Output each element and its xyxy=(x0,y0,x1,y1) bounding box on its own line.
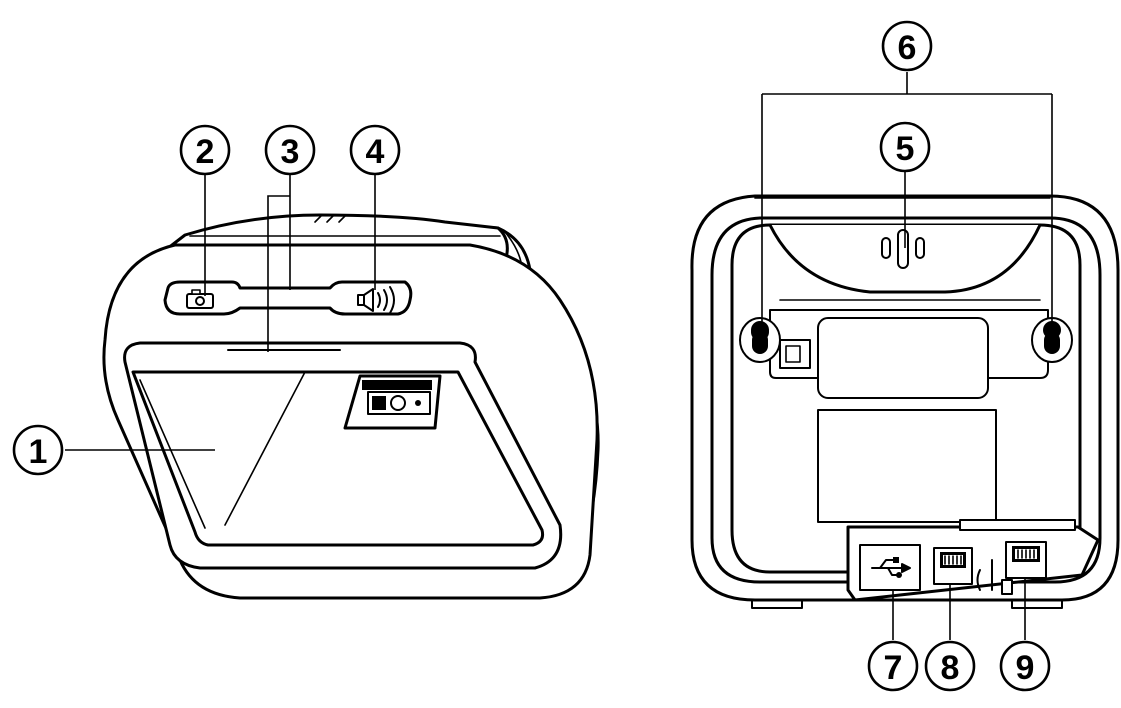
rj-port-8 xyxy=(933,547,973,585)
callout-1: 1 xyxy=(12,424,64,476)
callout-8: 8 xyxy=(924,640,976,692)
back-label-bottom xyxy=(817,409,997,523)
port-8-symbol xyxy=(976,569,981,591)
callout-5-label: 5 xyxy=(896,130,915,168)
callout-2: 2 xyxy=(179,124,231,176)
back-clip xyxy=(779,339,811,369)
front-top-grip xyxy=(314,215,346,223)
keyhole-mount-left xyxy=(739,317,781,363)
back-connector-lip xyxy=(959,519,1076,531)
leader-lines xyxy=(65,72,1053,640)
front-button-strip xyxy=(163,280,413,316)
leader-6 xyxy=(761,72,1053,330)
callout-4-label: 4 xyxy=(366,133,385,171)
camera-icon xyxy=(186,289,214,309)
callout-9: 9 xyxy=(999,640,1051,692)
front-window-edge xyxy=(139,379,206,529)
callout-5: 5 xyxy=(879,121,931,173)
rj-port-9 xyxy=(1005,541,1047,579)
usb-icon xyxy=(871,557,911,578)
callout-6-label: 6 xyxy=(898,29,917,67)
callout-9-label: 9 xyxy=(1016,649,1035,687)
callout-7-label: 7 xyxy=(884,649,903,687)
port-9-symbol xyxy=(1001,579,1013,595)
speaker-icon xyxy=(357,286,395,314)
callout-6: 6 xyxy=(881,20,933,72)
usb-port xyxy=(859,544,921,591)
keyhole-mount-right xyxy=(1031,317,1073,363)
callout-3: 3 xyxy=(264,124,316,176)
scan-engine xyxy=(343,374,442,430)
front-window-inner xyxy=(131,370,545,547)
callout-3-label: 3 xyxy=(281,133,300,171)
back-label-top xyxy=(817,317,989,399)
callout-8-label: 8 xyxy=(941,649,960,687)
front-view xyxy=(102,213,600,600)
callout-2-label: 2 xyxy=(196,133,215,171)
back-sub-panel xyxy=(769,309,1049,379)
leader-3 xyxy=(267,175,291,352)
callout-1-label: 1 xyxy=(29,433,48,471)
callout-4: 4 xyxy=(349,124,401,176)
back-view xyxy=(690,194,1120,609)
front-window-reflection xyxy=(224,371,306,526)
callout-7: 7 xyxy=(867,640,919,692)
